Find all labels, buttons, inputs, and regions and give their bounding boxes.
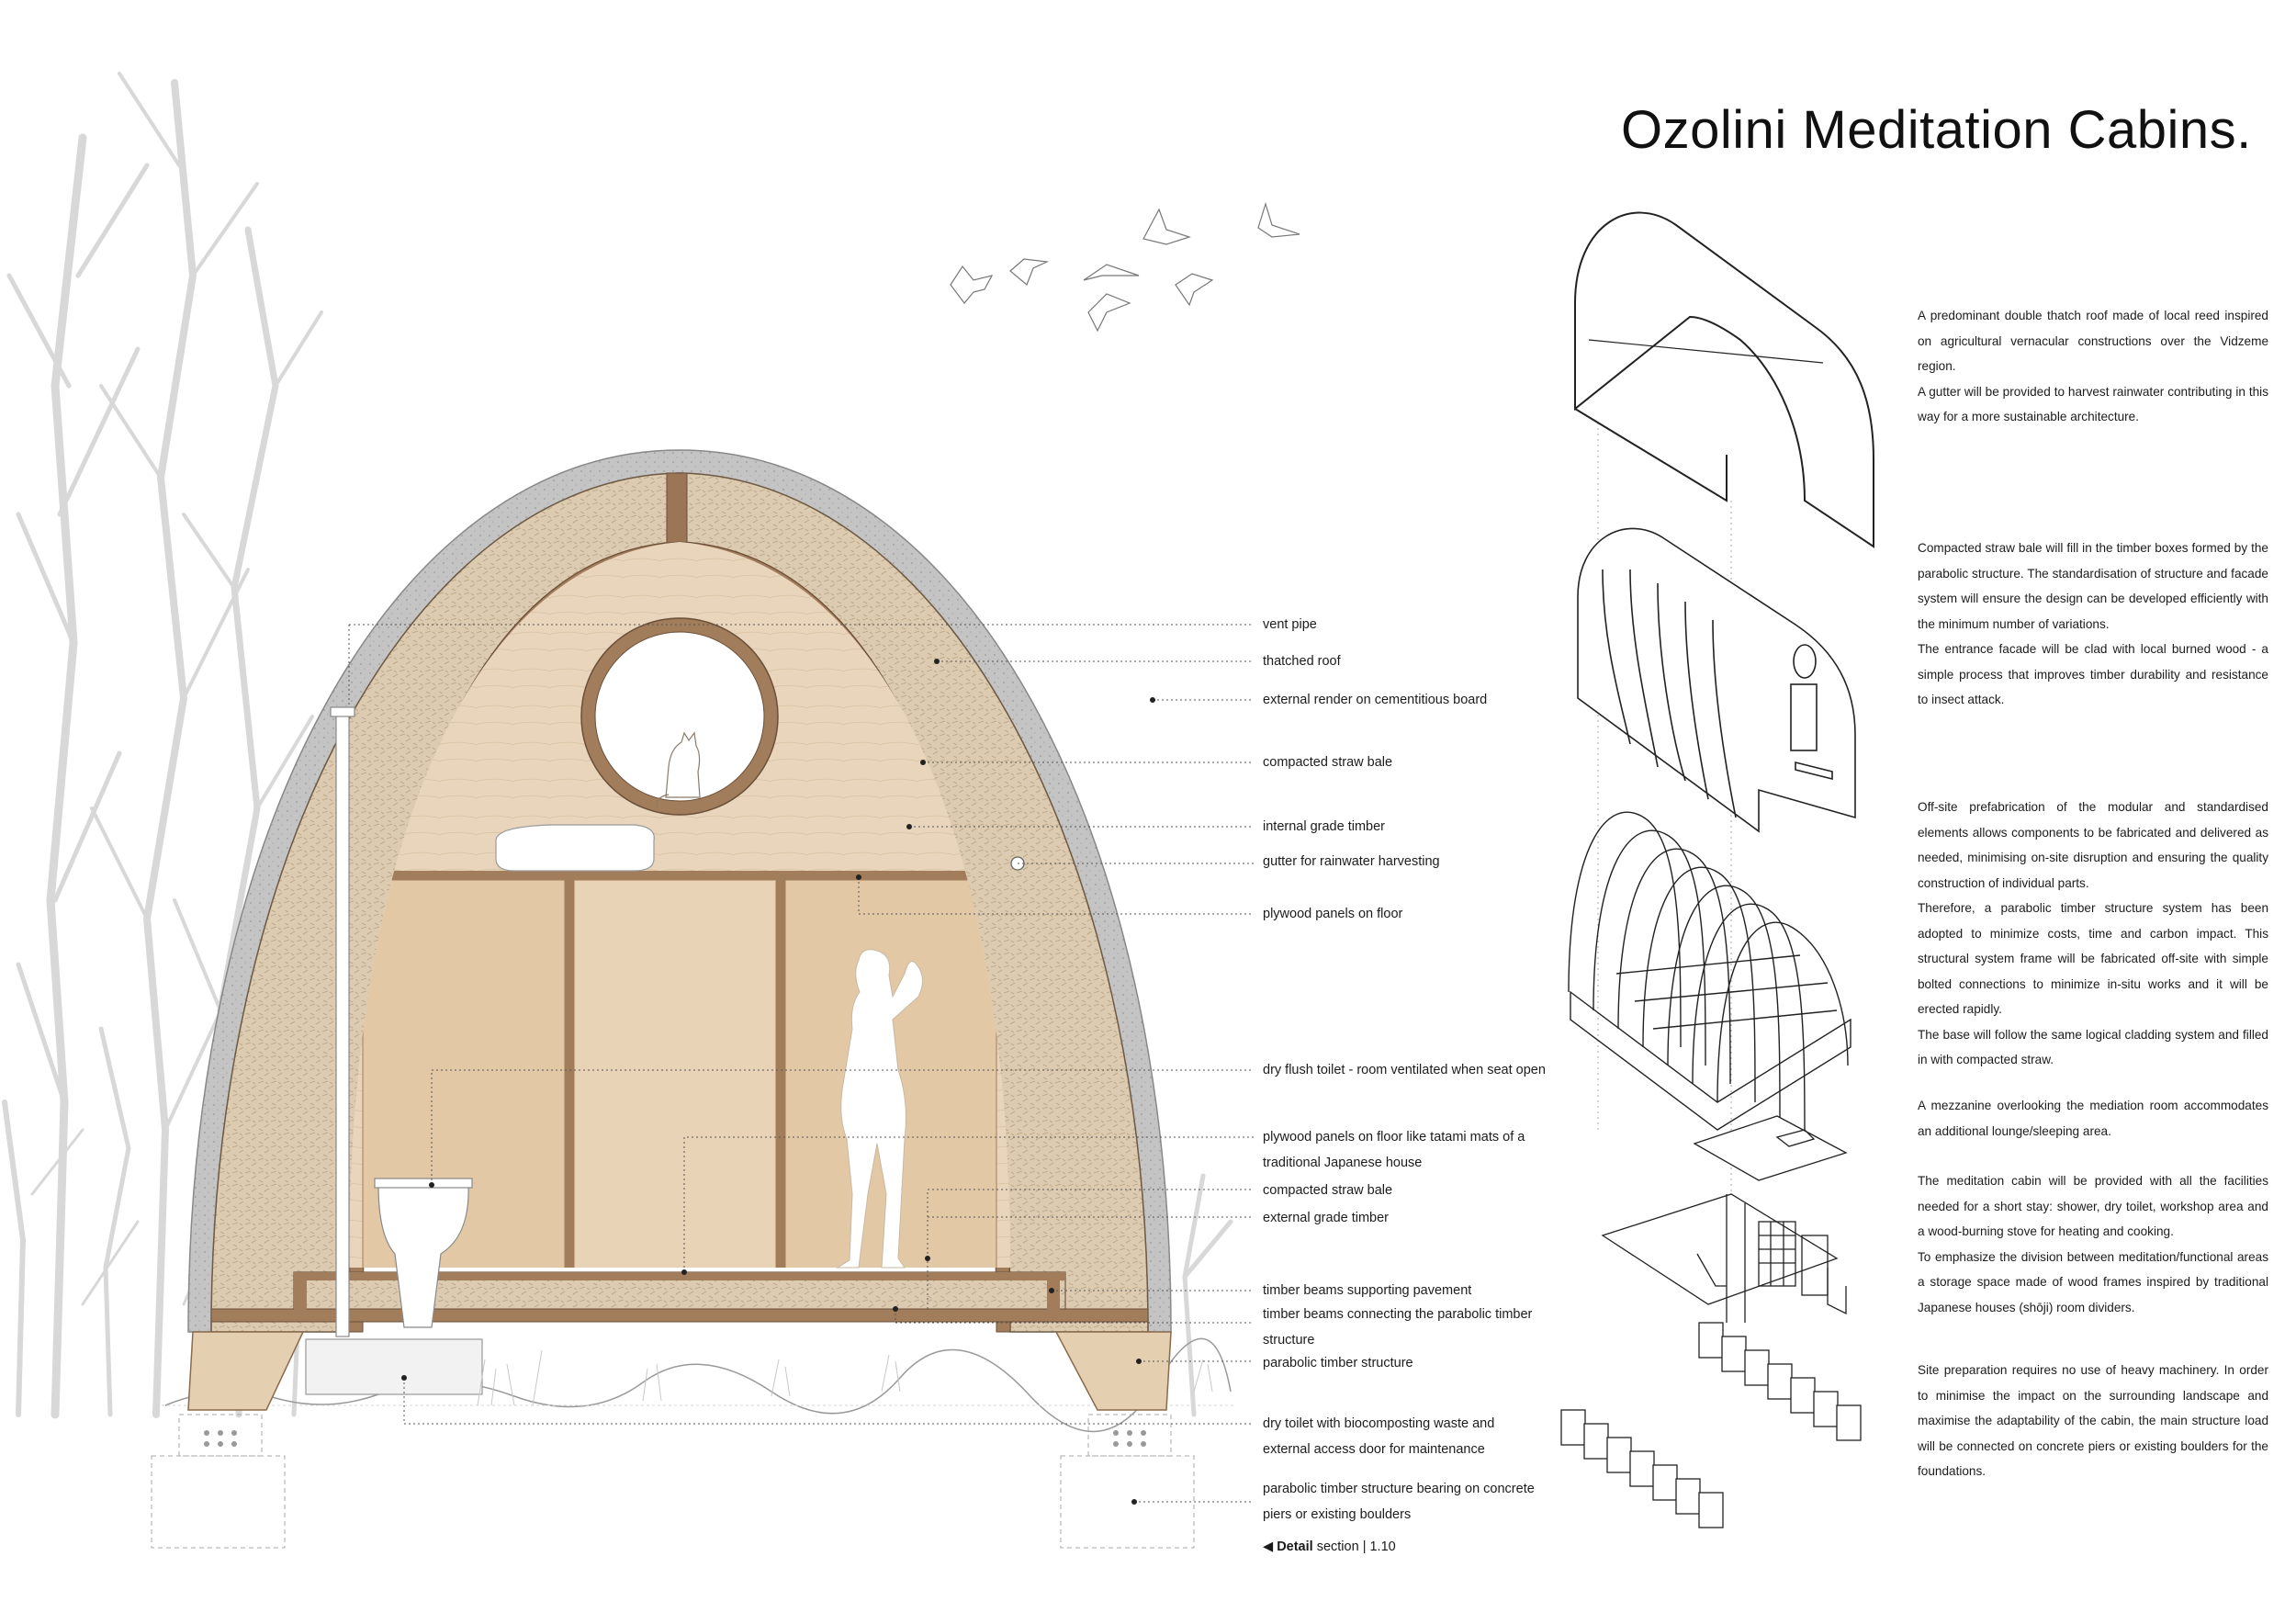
label-parabolic-bearing: parabolic timber structure bearing on co… [1263,1482,1535,1522]
label-dry-flush-toilet: dry flush toilet - room ventilated when … [1263,1063,1546,1077]
bird-icon [950,201,1300,333]
label-parabolic-timber-structure: parabolic timber structure [1263,1356,1413,1370]
description-straw-bale: Compacted straw bale will fill in the ti… [1918,541,2268,706]
leader-lines [348,624,1254,1503]
description-roof: A predominant double thatch roof made of… [1918,309,2268,423]
axo-roof [1574,211,1874,548]
axo-straw-shell [1577,527,1856,833]
mattress [495,824,655,872]
parabolic-timber-leg-right [1054,1331,1172,1411]
label-internal-grade-timber: internal grade timber [1263,819,1385,834]
axo-interior-plan [1601,1115,1848,1323]
label-plywood-tatami: plywood panels on floor like tatami mats… [1263,1130,1525,1170]
page-title: Ozolini Meditation Cabins. [1621,100,2252,160]
axo-timber-frame [1568,811,1851,1140]
round-window [594,631,765,802]
dry-toilet-box [305,1338,483,1395]
label-dry-toilet-biocomposting: dry toilet with biocomposting waste and … [1263,1416,1495,1457]
label-external-render: external render on cementitious board [1263,693,1488,707]
description-mezzanine: A mezzanine overlooking the mediation ro… [1918,1099,2268,1138]
concrete-piers [151,1414,1195,1549]
label-timber-beams-connecting: timber beams connecting the parabolic ti… [1263,1307,1533,1348]
scale-arrow-icon: ◀ [1263,1539,1274,1554]
label-compacted-straw-bale-2: compacted straw bale [1263,1183,1393,1198]
scale-note-text: section | 1.10 [1316,1539,1396,1554]
label-timber-beams-pavement: timber beams supporting pavement [1263,1283,1472,1298]
label-gutter: gutter for rainwater harvesting [1263,854,1440,869]
description-prefabrication: Off-site prefabrication of the modular a… [1918,800,2268,1066]
parabolic-timber-leg-left [187,1331,305,1411]
cat-silhouette [656,731,701,809]
label-compacted-straw-bale: compacted straw bale [1263,755,1393,770]
label-vent-pipe: vent pipe [1263,617,1317,632]
ground-line [164,1337,1232,1433]
vent-pipe [335,711,350,1337]
scale-note-bold: Detail [1277,1539,1313,1554]
description-facilities: The meditation cabin will be provided wi… [1918,1174,2268,1314]
label-thatched-roof: thatched roof [1263,654,1341,669]
person-silhouette [836,949,923,1269]
label-external-grade-timber: external grade timber [1263,1211,1390,1225]
description-site-preparation: Site preparation requires no use of heav… [1918,1363,2268,1478]
mezzanine-floor [349,871,1010,880]
toilet-icon [374,1178,473,1328]
ridge-timber [666,472,688,544]
label-plywood-panels-floor: plywood panels on floor [1263,907,1403,921]
axo-piers [1560,1322,1862,1528]
scale-note: ◀ Detail section | 1.10 [1263,1539,1396,1554]
